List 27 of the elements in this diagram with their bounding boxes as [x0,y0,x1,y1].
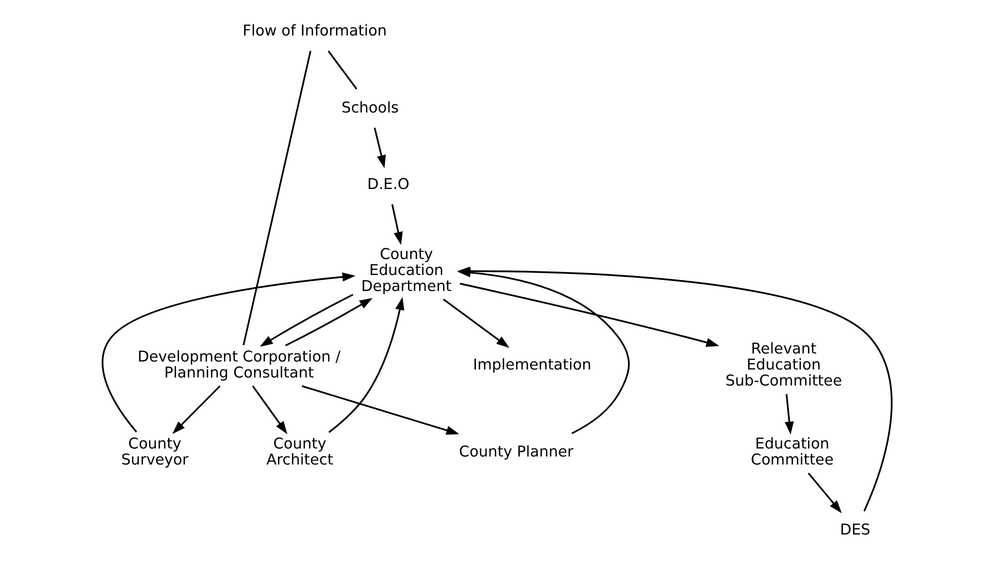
node-text: D.E.O [367,175,410,194]
arrow [391,204,403,245]
node-text: DES [840,520,870,538]
node-text: Education Committee [750,434,834,469]
arrow [302,385,460,435]
node-text: County Planner [459,442,574,461]
arrow [460,282,720,347]
node-text: County Surveyor [121,434,188,469]
node-text: County Architect [266,434,334,469]
arrow [328,297,404,433]
connector [328,50,358,90]
arrow [285,298,373,346]
arrow [784,394,794,435]
arrow [102,272,356,432]
arrow [442,298,510,348]
node-text: Implementation [473,356,592,374]
node-text: Flow of Information [242,22,387,40]
arrow [374,128,386,168]
arrow [252,386,288,434]
arrow [172,385,221,434]
connector [242,50,312,346]
arrow [260,294,354,347]
node-text: Relevant Education Sub-Committee [726,340,842,390]
node-text: Schools [342,98,399,116]
node-text: County Education Department [361,244,452,295]
node-text: Development Corporation / Planning Consultant [138,348,341,382]
arrow [808,472,842,514]
